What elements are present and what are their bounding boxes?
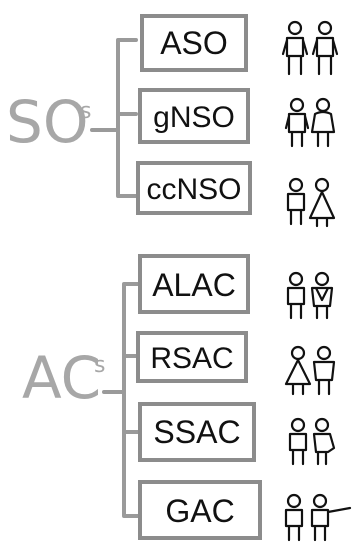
rsac-label: RSAC: [150, 342, 233, 375]
gnso-label: gNSO: [153, 101, 235, 134]
ac-group-superscript: s: [94, 353, 105, 378]
aso-box: [140, 14, 248, 72]
rsac-people-icon: [284, 345, 336, 396]
gnso-box: [138, 88, 250, 144]
gac-people-icon: [284, 493, 352, 542]
ac-group-label: AC: [22, 344, 101, 412]
gac-label: GAC: [165, 493, 234, 529]
ccnso-box: [136, 161, 252, 215]
ssac-label: SSAC: [153, 414, 240, 450]
so-bracket: [90, 38, 138, 198]
gac-box: [138, 480, 262, 540]
so-group: SO s ASO gNSO ccNSO: [6, 14, 252, 215]
so-group-superscript: s: [80, 99, 91, 124]
aso-people-icon: [281, 20, 339, 76]
ccnso-label: ccNSO: [146, 173, 241, 206]
ac-group: AC s ALAC RSAC SSAC GAC: [22, 254, 262, 540]
gnso-people-icon: [284, 97, 336, 148]
rsac-box: [136, 331, 248, 383]
alac-people-icon: [286, 271, 334, 320]
ssac-people-icon: [288, 417, 336, 466]
aso-label: ASO: [160, 25, 228, 61]
alac-label: ALAC: [152, 267, 236, 303]
ssac-box: [138, 402, 256, 462]
alac-box: [138, 254, 250, 314]
so-group-label: SO: [6, 88, 88, 156]
ac-bracket: [102, 282, 140, 518]
ccnso-people-icon: [286, 177, 336, 228]
